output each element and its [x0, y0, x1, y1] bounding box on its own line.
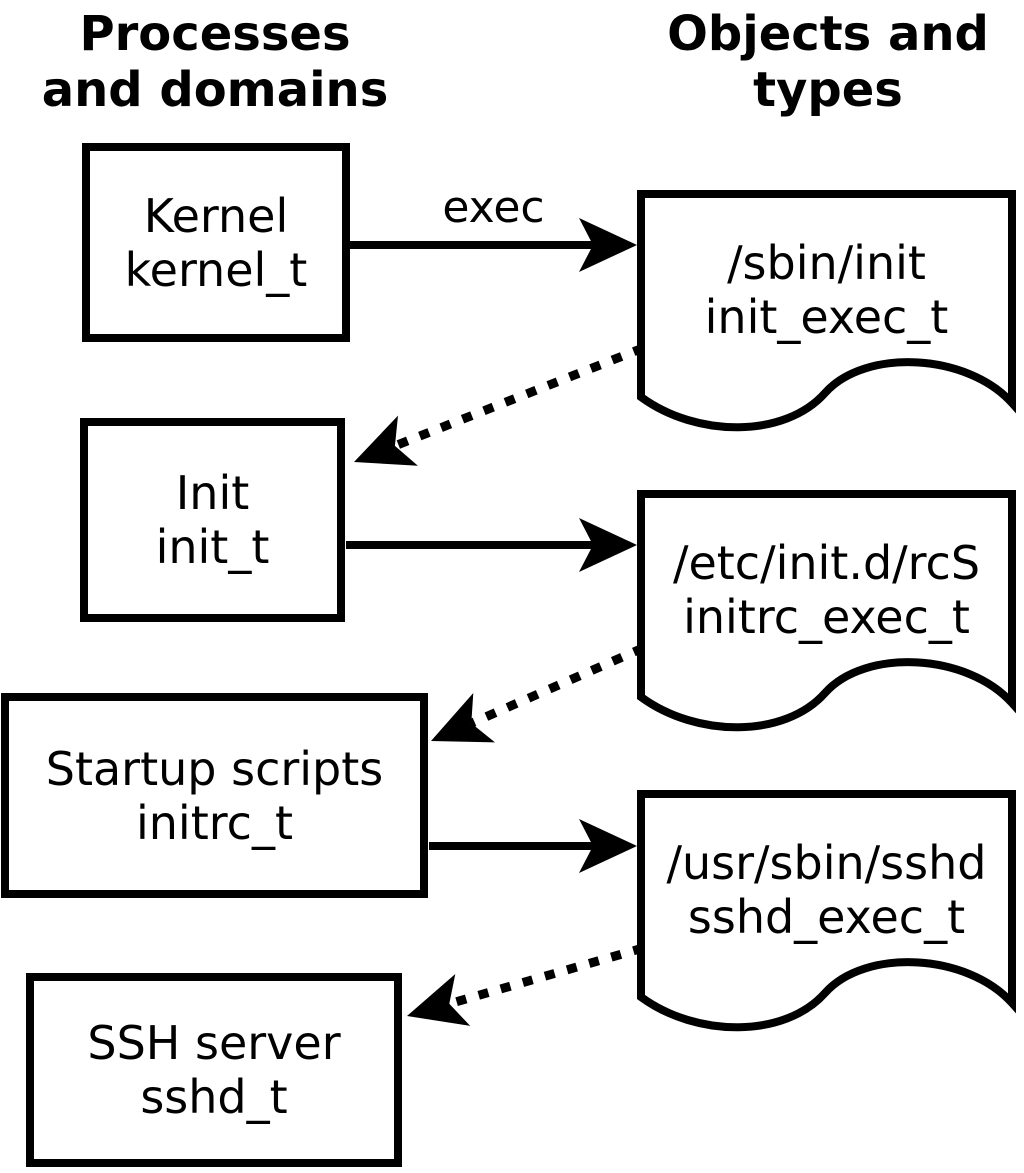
process-name: Startup scripts [45, 741, 384, 796]
dotted-edge [448, 943, 645, 1009]
process-type: init_t [155, 520, 270, 574]
left-header-line1: Processes [79, 6, 351, 62]
process-name: Kernel [143, 188, 289, 243]
arrowhead-icon [579, 218, 637, 272]
process-node-startup-scripts: Startup scripts initrc_t [1, 693, 428, 898]
object-node-init-exec: /sbin/init init_exec_t [637, 190, 1016, 435]
left-header-line2: and domains [41, 62, 389, 118]
document-shape-icon [637, 790, 1016, 1032]
object-type: sshd_exec_t [687, 890, 966, 944]
arrowhead-icon [431, 693, 495, 743]
process-type: sshd_t [140, 1070, 288, 1124]
process-type: initrc_t [136, 795, 293, 850]
arrowhead-icon [407, 974, 471, 1026]
object-node-sshd-exec: /usr/sbin/sshd sshd_exec_t [637, 790, 1016, 1035]
edge-label: exec [442, 182, 544, 233]
object-type: initrc_exec_t [683, 590, 970, 644]
dotted-edge [393, 343, 645, 451]
right-header-line2: types [753, 62, 903, 118]
process-node-init: Init init_t [80, 418, 345, 622]
object-path: /etc/init.d/rcS [672, 536, 981, 590]
object-node-initrc-exec: /etc/init.d/rcS initrc_exec_t [637, 490, 1016, 735]
process-node-ssh-server: SSH server sshd_t [26, 973, 402, 1167]
process-type: kernel_t [124, 242, 308, 297]
process-node-kernel: Kernel kernel_t [82, 143, 350, 342]
left-column-header: Processes and domains [0, 6, 430, 118]
object-path: /usr/sbin/sshd [666, 836, 987, 890]
right-header-line1: Objects and [667, 6, 989, 62]
object-path: /sbin/init [727, 236, 926, 290]
dotted-edge [469, 643, 645, 728]
arrowhead-icon [579, 518, 637, 572]
arrowhead-icon [579, 819, 637, 873]
document-shape-icon [637, 490, 1016, 732]
document-shape-icon [637, 190, 1016, 432]
process-name: Init [175, 466, 250, 520]
object-type: init_exec_t [704, 290, 949, 344]
right-column-header: Objects and types [633, 6, 1023, 118]
process-name: SSH server [87, 1016, 341, 1070]
arrowhead-icon [354, 415, 418, 466]
